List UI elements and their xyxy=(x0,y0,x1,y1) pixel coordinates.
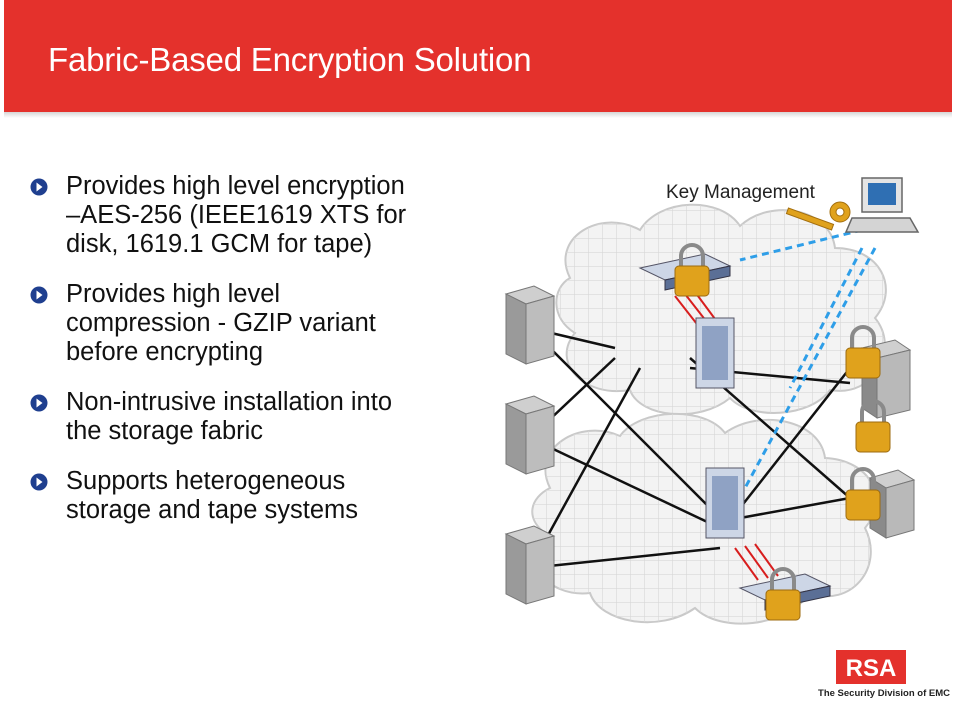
bullet-line: disk, 1619.1 GCM for tape) xyxy=(66,230,373,258)
bullet-arrow-icon xyxy=(30,178,48,196)
title-bar-shadow xyxy=(4,112,952,118)
server-icon xyxy=(504,525,556,605)
bullet-item: Provides high level compression - GZIP v… xyxy=(30,280,480,367)
fabric-diagram: Key Management xyxy=(504,177,920,625)
padlock-icon xyxy=(674,243,710,297)
workstation-icon xyxy=(844,177,920,233)
bullet-arrow-icon xyxy=(30,394,48,412)
bullet-line: –AES-256 (IEEE1619 XTS for xyxy=(66,201,407,229)
bullet-line: Non-intrusive installation into xyxy=(66,388,392,416)
bullet-line: Provides high level xyxy=(66,280,281,308)
bullet-line: Provides high level encryption xyxy=(66,172,405,200)
director-switch-icon xyxy=(695,317,735,389)
bullet-item: Provides high level encryption –AES-256 … xyxy=(30,172,480,259)
server-icon xyxy=(504,395,556,475)
key-management-label: Key Management xyxy=(666,182,816,203)
bullet-line: Supports heterogeneous xyxy=(66,467,346,495)
bullet-line: before encrypting xyxy=(66,338,264,366)
bullet-line: the storage fabric xyxy=(66,417,264,445)
title-bar xyxy=(4,0,952,112)
bullet-arrow-icon xyxy=(30,286,48,304)
key-icon xyxy=(785,201,851,231)
padlock-icon xyxy=(845,325,881,379)
server-icon xyxy=(504,285,556,365)
padlock-icon xyxy=(845,467,881,521)
slide-title: Fabric-Based Encryption Solution xyxy=(48,41,532,78)
director-switch-icon xyxy=(705,467,745,539)
bullet-line: compression - GZIP variant xyxy=(66,309,376,337)
padlock-icon xyxy=(855,399,891,453)
padlock-icon xyxy=(765,567,801,621)
rsa-logo-text: RSA xyxy=(846,655,897,682)
bullet-item: Supports heterogeneous storage and tape … xyxy=(30,467,480,525)
upper-fabric-cloud xyxy=(555,203,887,416)
rsa-logo: RSA xyxy=(836,650,906,684)
rsa-tagline: The Security Division of EMC xyxy=(818,688,950,699)
bullet-line: storage and tape systems xyxy=(66,496,358,524)
bullet-item: Non-intrusive installation into the stor… xyxy=(30,388,480,446)
key-management-links xyxy=(739,228,877,489)
bullet-list: Provides high level encryption –AES-256 … xyxy=(30,172,480,546)
bullet-arrow-icon xyxy=(30,473,48,491)
